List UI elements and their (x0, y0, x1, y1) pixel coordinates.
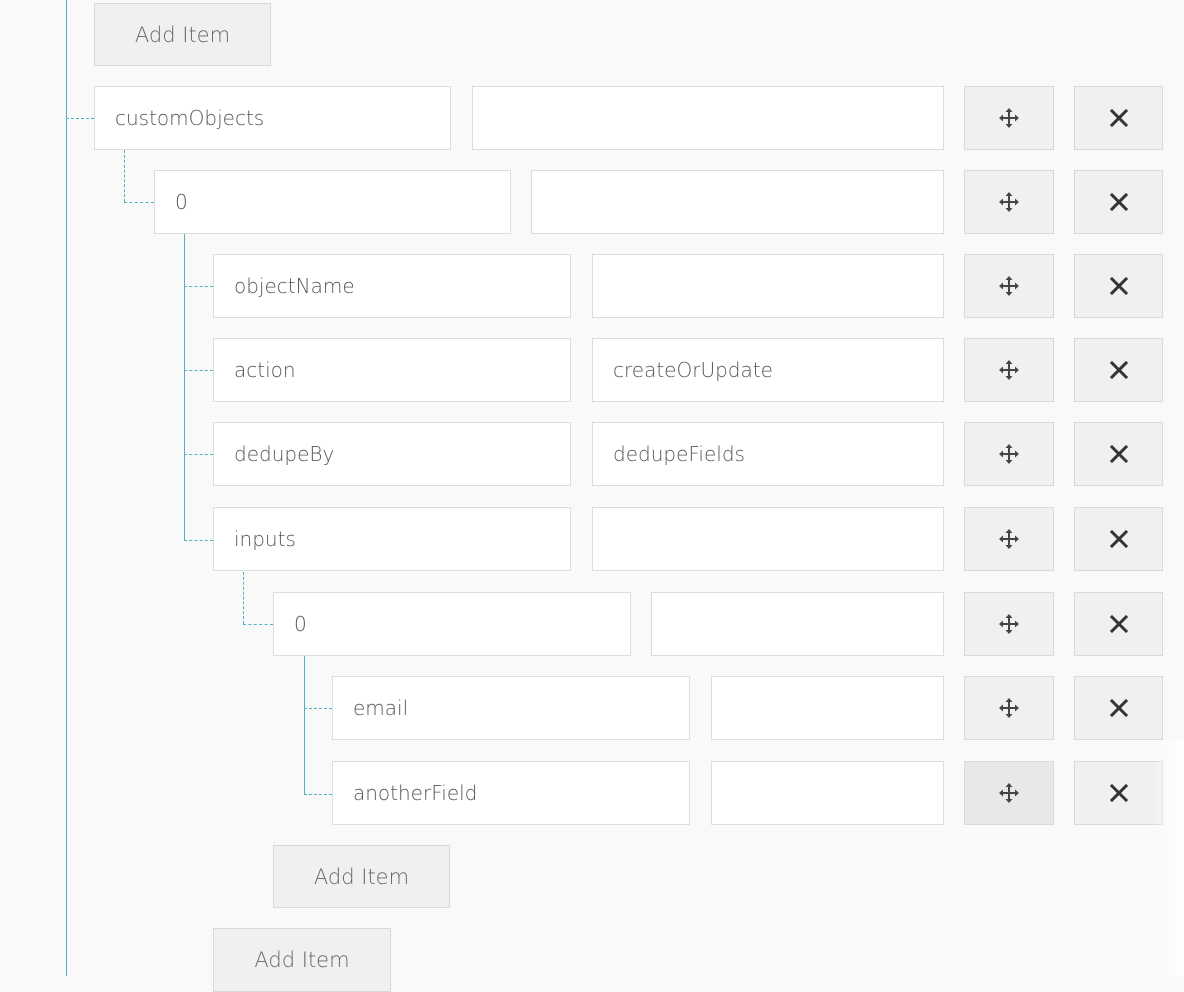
move-button[interactable] (964, 676, 1054, 740)
close-x-icon (1109, 360, 1129, 380)
remove-button[interactable] (1074, 254, 1163, 318)
add-item-button[interactable]: Add Item (213, 928, 391, 992)
remove-button[interactable] (1074, 676, 1163, 740)
remove-button[interactable] (1074, 338, 1163, 402)
remove-button[interactable] (1074, 86, 1163, 150)
tree-line-level4 (304, 656, 305, 794)
move-arrows-icon (998, 107, 1020, 129)
key-input[interactable] (213, 338, 571, 402)
move-button[interactable] (964, 338, 1054, 402)
value-input[interactable] (711, 761, 944, 825)
tree-connector (304, 794, 332, 795)
value-input[interactable] (472, 86, 944, 150)
close-x-icon (1109, 108, 1129, 128)
remove-button[interactable] (1074, 422, 1163, 486)
move-arrows-icon (998, 613, 1020, 635)
move-button[interactable] (964, 254, 1054, 318)
value-input[interactable] (651, 592, 944, 656)
remove-button[interactable] (1074, 592, 1163, 656)
move-button[interactable] (964, 86, 1054, 150)
move-arrows-icon (998, 782, 1020, 804)
tree-connector (66, 118, 94, 119)
move-button[interactable] (964, 592, 1054, 656)
remove-button[interactable] (1074, 761, 1163, 825)
key-input[interactable] (213, 254, 571, 318)
move-arrows-icon (998, 528, 1020, 550)
value-input[interactable] (592, 254, 944, 318)
move-arrows-icon (998, 275, 1020, 297)
key-input[interactable] (332, 761, 690, 825)
tree-connector (184, 454, 213, 455)
value-input[interactable] (711, 676, 944, 740)
scroll-shadow (1154, 740, 1184, 976)
tree-connector (304, 708, 332, 709)
move-button[interactable] (964, 422, 1054, 486)
value-input[interactable] (592, 507, 944, 571)
tree-connector (124, 150, 125, 202)
close-x-icon (1109, 276, 1129, 296)
add-item-button[interactable]: Add Item (94, 3, 271, 66)
close-x-icon (1109, 698, 1129, 718)
move-arrows-icon (998, 191, 1020, 213)
remove-button[interactable] (1074, 507, 1163, 571)
key-input[interactable] (94, 86, 451, 150)
key-input[interactable] (273, 592, 631, 656)
value-input[interactable] (531, 170, 944, 234)
key-input[interactable] (213, 422, 571, 486)
tree-connector (124, 202, 154, 203)
tree-line-level2 (184, 234, 185, 540)
key-input[interactable] (154, 170, 511, 234)
move-arrows-icon (998, 359, 1020, 381)
key-input[interactable] (332, 676, 690, 740)
tree-line-root (66, 0, 67, 976)
tree-connector (243, 572, 244, 624)
tree-connector (184, 540, 213, 541)
tree-connector (184, 370, 213, 371)
tree-connector (243, 624, 273, 625)
move-button[interactable] (964, 170, 1054, 234)
add-item-button[interactable]: Add Item (273, 845, 450, 908)
move-arrows-icon (998, 697, 1020, 719)
move-button[interactable] (964, 761, 1054, 825)
close-x-icon (1109, 192, 1129, 212)
key-input[interactable] (213, 507, 571, 571)
close-x-icon (1109, 529, 1129, 549)
value-input[interactable] (592, 338, 944, 402)
value-input[interactable] (592, 422, 944, 486)
remove-button[interactable] (1074, 170, 1163, 234)
close-x-icon (1109, 444, 1129, 464)
close-x-icon (1109, 783, 1129, 803)
close-x-icon (1109, 614, 1129, 634)
tree-connector (184, 286, 213, 287)
move-button[interactable] (964, 507, 1054, 571)
move-arrows-icon (998, 443, 1020, 465)
